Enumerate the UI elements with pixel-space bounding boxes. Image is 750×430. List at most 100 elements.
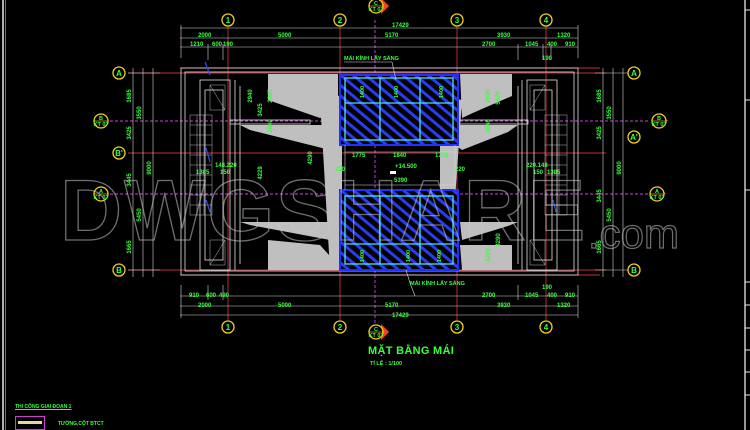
glass-skylight-top — [339, 74, 459, 146]
svg-text:4: 4 — [544, 16, 549, 25]
watermark-suffix: .com — [587, 209, 680, 257]
grid-bubble-1-bottom: 1 — [221, 320, 235, 334]
grid-bubble-1-top: 1 — [221, 13, 235, 27]
svg-text:KT 07: KT 07 — [369, 7, 384, 13]
svg-text:2940: 2940 — [248, 89, 254, 103]
svg-text:1045: 1045 — [525, 293, 539, 299]
legend-title: THI CÔNG GIAI ĐOẠN 1 — [15, 404, 72, 410]
svg-text:+14.500: +14.500 — [395, 164, 418, 170]
grid-bubbles: 1 2 3 4 1 2 3 4 A B' B A A' B — [112, 13, 641, 334]
grid-bubble-B-left: B — [112, 263, 126, 277]
svg-text:1045: 1045 — [525, 42, 539, 48]
svg-text:B': B' — [115, 149, 123, 158]
svg-text:600: 600 — [212, 42, 223, 48]
grid-bubble-B-right: B — [627, 263, 641, 277]
grid-bubble-4-bottom: 4 — [539, 320, 553, 334]
section-marker-a-left: A KT 07 — [93, 186, 109, 202]
svg-text:220: 220 — [335, 167, 346, 173]
svg-text:2840: 2840 — [268, 119, 274, 133]
svg-text:1210: 1210 — [190, 42, 204, 48]
svg-text:490: 490 — [219, 293, 230, 299]
svg-text:1: 1 — [226, 323, 231, 332]
svg-text:KT 07: KT 07 — [94, 195, 109, 201]
dimensions-bottom: 910 600 490 2700 1045 400 910 190 2000 5… — [189, 285, 576, 319]
dimensions-top: 17429 2000 5000 5170 3930 1320 1210 600 … — [190, 23, 576, 62]
grid-bubble-Ap-right: A' — [627, 130, 641, 144]
svg-text:1840: 1840 — [393, 153, 407, 159]
svg-text:1685: 1685 — [127, 89, 133, 103]
svg-text:1385: 1385 — [196, 170, 210, 176]
svg-text:KT 07: KT 07 — [369, 333, 384, 339]
grid-bubble-3-bottom: 3 — [450, 320, 464, 334]
svg-text:1665: 1665 — [597, 240, 603, 254]
svg-text:3425: 3425 — [597, 126, 603, 140]
svg-text:148.220: 148.220 — [215, 163, 237, 169]
svg-text:1400: 1400 — [437, 250, 443, 262]
stair-grid-right — [529, 84, 568, 266]
section-marker-c-bottom: C KT 07 — [368, 324, 389, 340]
grid-bubble-3-top: 3 — [450, 13, 464, 27]
svg-text:4229: 4229 — [258, 166, 264, 180]
svg-text:1775: 1775 — [352, 153, 366, 159]
svg-text:150: 150 — [533, 170, 544, 176]
svg-text:A: A — [631, 69, 637, 78]
dimensions-inner: 2940 3425 2045 2840 4229 4290 1385 148.2… — [196, 89, 561, 262]
svg-text:190: 190 — [223, 42, 234, 48]
svg-text:3445: 3445 — [127, 173, 133, 187]
svg-text:2000: 2000 — [198, 303, 212, 309]
svg-text:2000: 2000 — [198, 33, 212, 39]
svg-text:600: 600 — [206, 293, 217, 299]
svg-text:C: C — [374, 1, 378, 7]
svg-text:1665: 1665 — [127, 240, 133, 254]
svg-text:1400: 1400 — [394, 86, 400, 98]
svg-text:2700: 2700 — [482, 293, 496, 299]
svg-text:4290: 4290 — [496, 233, 502, 247]
svg-text:910: 910 — [565, 42, 576, 48]
svg-text:5170: 5170 — [385, 303, 399, 309]
svg-text:3550: 3550 — [607, 106, 613, 120]
svg-text:5450: 5450 — [607, 208, 613, 222]
svg-text:C: C — [374, 327, 378, 333]
svg-text:4290: 4290 — [308, 151, 314, 165]
svg-text:5000: 5000 — [278, 33, 292, 39]
svg-text:MÁI KÍNH LẤY SÁNG: MÁI KÍNH LẤY SÁNG — [344, 54, 399, 62]
svg-text:1320: 1320 — [557, 33, 571, 39]
grid-bubble-2-bottom: 2 — [333, 320, 347, 334]
svg-text:A: A — [99, 189, 103, 195]
svg-text:910: 910 — [565, 293, 576, 299]
svg-text:5170: 5170 — [385, 33, 399, 39]
grid-bubble-2-top: 2 — [333, 13, 347, 27]
dimensions-center: 1775 1840 1775 220 220 +14.500 5390 — [335, 153, 466, 184]
svg-text:1400: 1400 — [406, 250, 412, 262]
svg-text:1400: 1400 — [360, 86, 366, 98]
svg-text:1320: 1320 — [557, 303, 571, 309]
dimension-lines — [128, 25, 628, 318]
svg-text:150: 150 — [220, 170, 231, 176]
svg-text:400: 400 — [547, 42, 558, 48]
drawing-scale: TỈ LỆ : 1/100 — [370, 361, 403, 367]
svg-text:17429: 17429 — [392, 23, 409, 29]
svg-text:4: 4 — [544, 323, 549, 332]
svg-text:3930: 3930 — [497, 33, 511, 39]
section-markers: C KT 07 C KT 07 B KT 07 A KT 07 — [93, 0, 668, 340]
svg-text:B: B — [116, 266, 122, 275]
svg-text:1385: 1385 — [547, 170, 561, 176]
svg-text:5450: 5450 — [137, 208, 143, 222]
svg-text:5390: 5390 — [394, 178, 408, 184]
svg-text:1775: 1775 — [435, 153, 449, 159]
watermark: DWGSHARE — [59, 163, 588, 259]
svg-text:220: 220 — [455, 167, 466, 173]
svg-text:17429: 17429 — [392, 313, 409, 319]
svg-text:190: 190 — [542, 56, 553, 62]
svg-text:KT 07: KT 07 — [650, 195, 665, 201]
svg-text:910: 910 — [189, 293, 200, 299]
svg-text:1685: 1685 — [597, 89, 603, 103]
stair-grid-left — [189, 84, 226, 266]
svg-text:4229: 4229 — [486, 248, 492, 262]
svg-text:1400: 1400 — [360, 250, 366, 262]
dimensions-left: 9000 3550 5450 1685 3425 3445 1665 — [127, 89, 153, 254]
svg-text:3445: 3445 — [597, 189, 603, 203]
svg-text:9000: 9000 — [617, 161, 623, 175]
drawing-title: MẶT BẰNG MÁI — [368, 345, 455, 357]
